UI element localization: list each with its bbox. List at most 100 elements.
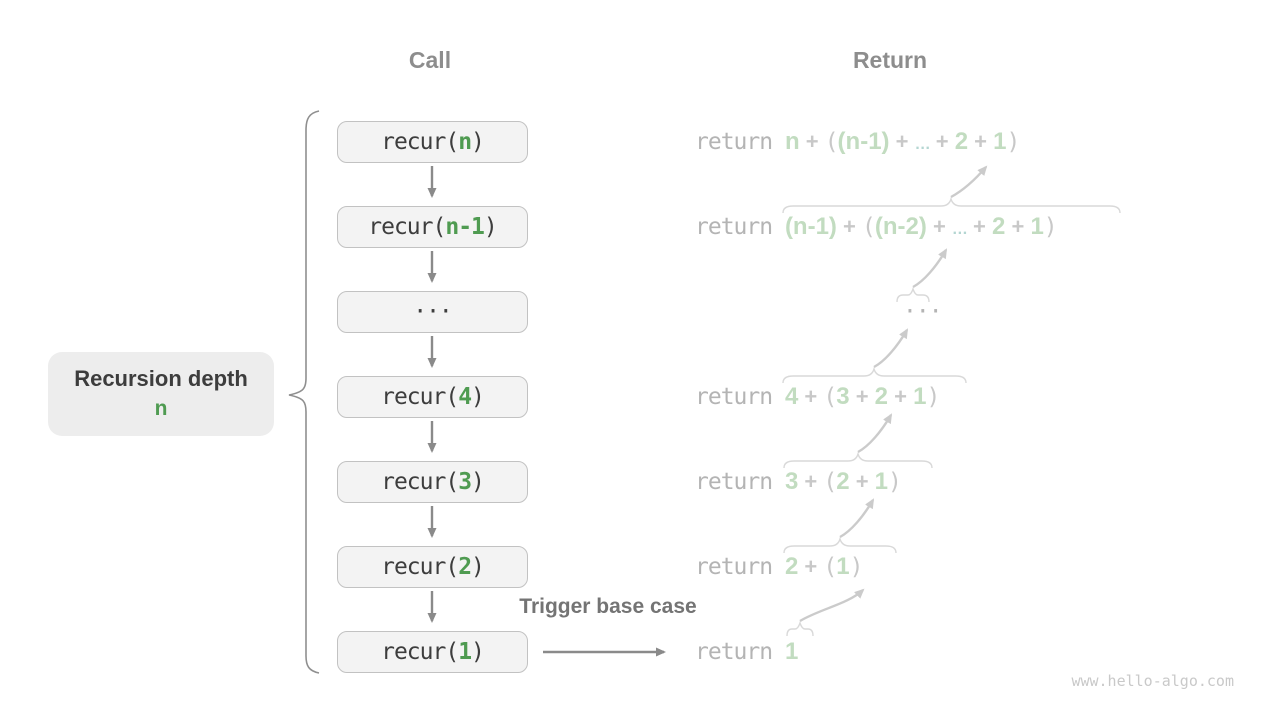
call-column-header: Call (408, 47, 452, 73)
text-segment: (n-1) (784, 213, 837, 240)
return-flow-arrow (799, 588, 865, 623)
text-segment: 1 (836, 553, 850, 580)
text-segment: ) (1006, 129, 1020, 155)
call-box-recur-3: recur(3) (337, 461, 528, 503)
text-segment: n-1 (445, 214, 485, 240)
return-expression-1: return 1 (695, 636, 798, 668)
return-brace (896, 286, 930, 303)
text-segment: 1 (913, 383, 927, 410)
text-segment: + (1005, 214, 1031, 239)
text-segment: recur( (381, 469, 459, 495)
call-box-recur-2: recur(2) (337, 546, 528, 588)
text-segment: ) (483, 214, 498, 240)
call-box-ellipsis: ··· (337, 291, 528, 333)
text-segment: ( (823, 554, 837, 580)
text-segment: + (798, 384, 824, 409)
text-segment: + (798, 554, 824, 579)
text-segment: ··· (903, 299, 943, 325)
text-segment: 2 (836, 468, 850, 495)
call-box-recur-1: recur(1) (337, 631, 528, 673)
return-expression-3: return 3 + (2 + 1) (695, 466, 902, 498)
text-segment: … (951, 221, 968, 238)
watermark: www.hello-algo.com (1071, 672, 1234, 690)
text-segment: + (968, 129, 994, 154)
text-segment: … (914, 136, 931, 153)
call-box-recur-4: recur(4) (337, 376, 528, 418)
return-brace (783, 451, 933, 469)
recursion-depth-value: n (154, 397, 168, 420)
return-flow-arrow (873, 328, 909, 369)
text-segment: return (695, 214, 785, 240)
text-segment: ··· (413, 299, 453, 325)
text-segment: 3 (784, 468, 799, 495)
text-segment: 3 (836, 383, 850, 410)
text-segment: 1 (1030, 213, 1044, 240)
return-expression-n: return n + ((n-1) + … + 2 + 1) (695, 126, 1020, 158)
return-ellipsis: ··· (903, 296, 943, 328)
text-segment: + (966, 214, 992, 239)
text-segment: return (695, 554, 785, 580)
text-segment: ( (823, 469, 837, 495)
text-segment: 4 (458, 384, 472, 410)
text-segment: ( (823, 384, 837, 410)
text-segment: (n-1) (837, 128, 890, 155)
return-column-header: Return (852, 47, 928, 73)
return-flow-arrow (857, 413, 893, 454)
recursion-depth-brace (288, 110, 320, 674)
return-expression-4: return 4 + (3 + 2 + 1) (695, 381, 940, 413)
text-segment: 2 (874, 383, 889, 410)
text-segment: 1 (993, 128, 1007, 155)
text-segment: ) (471, 639, 485, 665)
text-segment: + (849, 384, 875, 409)
text-segment: ) (471, 554, 485, 580)
text-segment: + (926, 214, 952, 239)
return-brace (782, 196, 1121, 214)
text-segment: recur( (381, 384, 459, 410)
text-segment: + (799, 129, 825, 154)
text-segment: ( (824, 129, 839, 155)
trigger-base-case-label: Trigger base case (519, 595, 697, 618)
text-segment: + (798, 469, 824, 494)
text-segment: recur( (368, 214, 446, 240)
text-segment: recur( (381, 639, 459, 665)
text-segment: + (888, 384, 914, 409)
text-segment: ) (926, 384, 940, 410)
return-flow-arrow (839, 498, 875, 539)
recursion-depth-text: Recursion depth (74, 366, 248, 391)
text-segment: (n-2) (874, 213, 927, 240)
text-segment: 1 (458, 639, 472, 665)
text-segment: 2 (458, 554, 472, 580)
text-segment: + (929, 129, 955, 154)
text-segment: return (695, 384, 785, 410)
text-segment: ) (471, 384, 485, 410)
text-segment: + (849, 469, 875, 494)
text-segment: ) (888, 469, 902, 495)
text-segment: 1 (874, 468, 889, 495)
return-brace (783, 536, 897, 554)
text-segment: recur( (381, 554, 459, 580)
return-brace (782, 366, 967, 384)
text-segment: + (836, 214, 862, 239)
text-segment: ) (849, 554, 864, 580)
text-segment: n (458, 129, 472, 155)
text-segment: 1 (784, 638, 799, 665)
call-box-recur-n: recur(n) (337, 121, 528, 163)
return-expression-2: return 2 + (1) (695, 551, 864, 583)
return-flow-arrow (950, 165, 988, 199)
text-segment: 2 (992, 213, 1006, 240)
text-segment: 2 (954, 128, 969, 155)
text-segment: + (889, 129, 915, 154)
recursion-depth-label: Recursion depth n (48, 352, 274, 436)
text-segment: ) (471, 129, 485, 155)
text-segment: 3 (458, 469, 472, 495)
return-flow-arrow (912, 248, 948, 289)
return-expression-n-1: return (n-1) + ((n-2) + … + 2 + 1) (695, 211, 1058, 243)
text-segment: n (784, 128, 800, 155)
return-brace (786, 620, 814, 637)
text-segment: ) (471, 469, 485, 495)
text-segment: return (695, 639, 785, 665)
text-segment: ) (1043, 214, 1058, 240)
text-segment: recur( (381, 129, 459, 155)
